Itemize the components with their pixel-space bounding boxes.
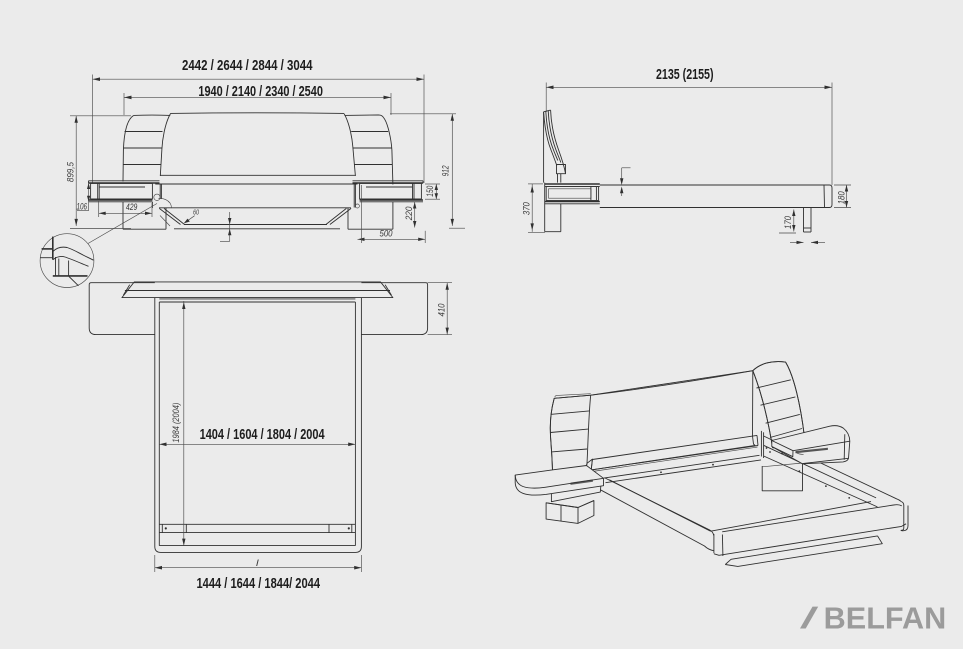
svg-text:l: l [256,558,260,568]
svg-text:500: 500 [380,228,393,238]
svg-text:899,5: 899,5 [65,161,75,182]
svg-text:2442 / 2644 / 2844 / 3044: 2442 / 2644 / 2844 / 3044 [182,57,313,74]
svg-text:1404 / 1604 / 1804 / 2004: 1404 / 1604 / 1804 / 2004 [200,426,325,443]
svg-text:180: 180 [836,191,846,204]
svg-text:2135 (2155): 2135 (2155) [656,66,714,83]
svg-text:1444 / 1644 / 1844/ 2044: 1444 / 1644 / 1844/ 2044 [197,575,321,592]
svg-text:429: 429 [126,202,137,212]
svg-text:1984 (2004): 1984 (2004) [171,403,181,443]
svg-text:60: 60 [193,210,199,217]
svg-text:220: 220 [404,207,414,222]
svg-text:150: 150 [425,186,435,197]
svg-text:BELFAN: BELFAN [824,601,947,635]
svg-text:912: 912 [441,165,451,176]
svg-text:410: 410 [436,304,446,317]
svg-text:170: 170 [783,216,793,229]
svg-text:370: 370 [521,202,531,215]
svg-text:1940 / 2140 / 2340 / 2540: 1940 / 2140 / 2340 / 2540 [198,83,323,100]
svg-text:106: 106 [77,201,88,211]
